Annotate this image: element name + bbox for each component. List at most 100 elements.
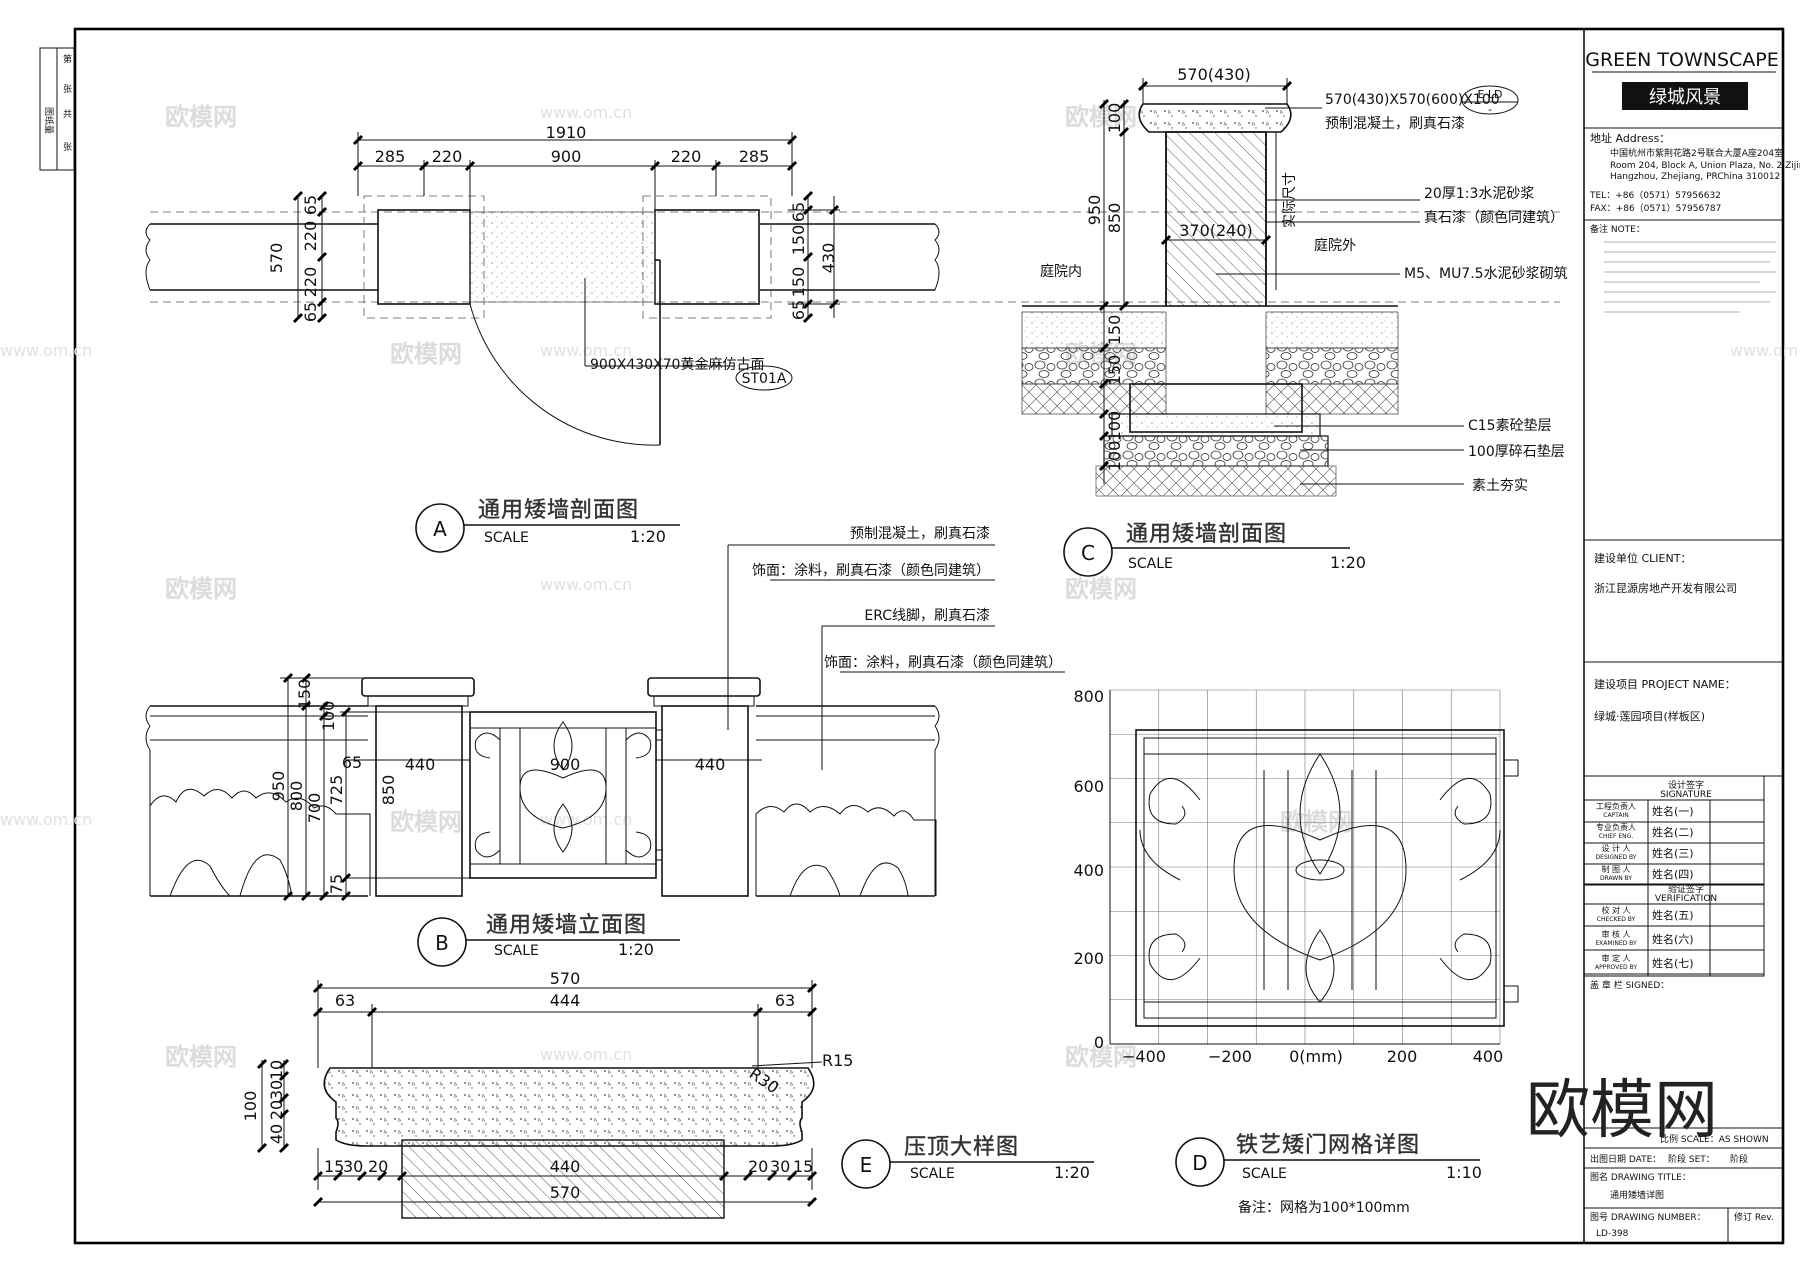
dim-label: 100 — [1105, 441, 1124, 472]
watermark: www.om.cn — [0, 341, 92, 360]
view-title: 压顶大样图 — [904, 1135, 1019, 1160]
side-label: 庭院内 — [1040, 263, 1082, 280]
scale-value: 1:20 — [1054, 1163, 1090, 1182]
client-label: 建设单位 CLIENT： — [1594, 551, 1691, 565]
scale-word: SCALE — [484, 530, 529, 546]
drawing-title: 通用矮墙详图 — [1610, 1189, 1664, 1201]
watermark: www.om.cn — [0, 810, 92, 829]
dim-label: 63 — [335, 991, 355, 1010]
drawing-title-label: 图名 DRAWING TITLE： — [1590, 1171, 1691, 1183]
dim-label: 150 — [1105, 355, 1124, 386]
signer-role: 审 定 人 — [1601, 953, 1630, 963]
project-name: 绿城·莲园项目(样板区) — [1594, 709, 1705, 723]
dim-label: 100 — [1105, 103, 1124, 134]
dim-label: 150 — [789, 267, 808, 298]
address-en: Hangzhou, Zhejiang, PRChina 310012 — [1610, 172, 1780, 182]
signer-name: 姓名(四) — [1652, 867, 1694, 881]
dim-label: 20 — [368, 1157, 388, 1176]
dim-label: 900 — [551, 147, 582, 166]
callout-text: C15素砼垫层 — [1468, 418, 1552, 434]
watermark: www.om.cn — [1730, 341, 1800, 360]
watermark: 欧模网 — [165, 103, 237, 131]
scale-word: SCALE — [1242, 1166, 1287, 1182]
view-title: 铁艺矮门网格详图 — [1236, 1133, 1420, 1158]
dim-label: 725 — [327, 775, 346, 806]
address-cn: 中国杭州市紫荆花路2号联合大厦A座204室 — [1610, 147, 1783, 159]
watermark: 欧模网 — [390, 808, 462, 836]
axis-tick: 200 — [1387, 1047, 1418, 1066]
callout-text: 预制混凝土，刷真石漆 — [1325, 116, 1465, 132]
signer-name: 姓名(一) — [1652, 804, 1694, 818]
phase-label: 阶段 SET： — [1668, 1153, 1715, 1165]
watermark: 欧模网 — [1065, 1043, 1137, 1071]
signer-role-en: CHECKED BY — [1597, 916, 1636, 923]
dim-label: 850 — [379, 775, 398, 806]
view-id: C — [1081, 541, 1095, 565]
dim-label: 430 — [819, 243, 838, 274]
axis-tick: −400 — [1122, 1047, 1166, 1066]
signer-role: 专业负责人 — [1596, 822, 1636, 832]
dim-label: 65 — [789, 202, 808, 222]
title-block: GREEN TOWNSCAPE 绿城风景 地址 Address： 中国杭州市紫荆… — [1526, 49, 1800, 1243]
scale-value: 1:10 — [1446, 1163, 1482, 1182]
fax: FAX：+86（0571）57956787 — [1590, 203, 1721, 214]
signer-name: 姓名(三) — [1652, 846, 1694, 860]
signer-name: 姓名(五) — [1652, 908, 1694, 922]
watermarks: 欧模网 www.om.cn 欧模网 欧模网 www.om.cn 欧模网 www.… — [0, 103, 1800, 1071]
signer-name: 姓名(六) — [1652, 932, 1694, 946]
strip-char: 第 — [63, 53, 72, 65]
dim-label: 900 — [550, 755, 581, 774]
callout-text: 570(430)X570(600)X100 — [1325, 92, 1500, 108]
callout-text: 100厚碎石垫层 — [1468, 444, 1565, 460]
tel: TEL：+86（0571）57956632 — [1589, 190, 1721, 201]
signer-role: 制 图 人 — [1601, 864, 1630, 874]
axis-tick: −200 — [1208, 1047, 1252, 1066]
dim-label: 444 — [550, 991, 581, 1010]
firm-logo: GREEN TOWNSCAPE — [1585, 49, 1779, 71]
side-label: 庭院外 — [1314, 237, 1356, 254]
date-label: 出图日期 DATE： — [1590, 1153, 1661, 1165]
callout-text: 真石漆（颜色同建筑） — [1424, 209, 1564, 226]
dim-label: 370(240) — [1179, 221, 1253, 240]
signer-role: 设 计 人 — [1601, 843, 1630, 853]
dim-label: 570(430) — [1177, 65, 1251, 84]
scale-value: 1:20 — [630, 527, 666, 546]
signer-role-en: CAPTAIN — [1603, 812, 1628, 819]
dim-label: 150 — [789, 225, 808, 256]
dim-label: 220 — [301, 221, 320, 252]
dim-label: 440 — [695, 755, 726, 774]
address-en: Room 204, Block A, Union Plaza, No. 2 Zi… — [1610, 161, 1800, 171]
verification-header-en: VERIFICATION — [1655, 894, 1717, 904]
dim-label: 100 — [319, 701, 338, 732]
firm-logo-cn: 绿城风景 — [1649, 87, 1721, 108]
dim-label: 100 — [1105, 411, 1124, 442]
axis-tick: 200 — [1073, 949, 1104, 968]
scale-value: 1:20 — [1330, 553, 1366, 572]
grid-note: 备注：网格为100*100mm — [1238, 1199, 1410, 1216]
dim-label: 75 — [327, 874, 346, 894]
dim-label: 65 — [342, 753, 362, 772]
dim-label: 570 — [267, 243, 286, 274]
signature-header: 设计签字 — [1668, 779, 1704, 791]
view-id: B — [435, 931, 449, 955]
dim-label: 40 — [267, 1124, 286, 1144]
view-id: D — [1192, 1151, 1207, 1175]
drawing-number: LD-398 — [1596, 1229, 1629, 1239]
view-title: 通用矮墙立面图 — [486, 913, 647, 938]
view-d-gate-grid: 800 600 400 200 0 −400 −200 0(mm) 200 40… — [1073, 687, 1519, 1216]
axis-tick: 400 — [1073, 861, 1104, 880]
watermark: www.om.cn — [540, 575, 632, 594]
axis-tick: 0(mm) — [1289, 1047, 1343, 1066]
axis-tick: 400 — [1473, 1047, 1504, 1066]
strip-char: 张 — [63, 84, 72, 95]
dim-label: 850 — [1105, 203, 1124, 234]
signer-role: 工程负责人 — [1596, 801, 1636, 811]
left-strip: 第 张 共 张 图纸量 — [39, 47, 75, 171]
signer-name: 姓名(七) — [1652, 956, 1694, 970]
callout-text: 饰面：涂料，刷真石漆（颜色同建筑） — [752, 562, 990, 579]
view-c-section: 570(430) 100 950 850 150 150 100 100 370… — [1021, 65, 1568, 577]
watermark: 欧模网 — [165, 575, 237, 603]
dim-label: 285 — [739, 147, 770, 166]
dim-label: 65 — [301, 302, 320, 322]
